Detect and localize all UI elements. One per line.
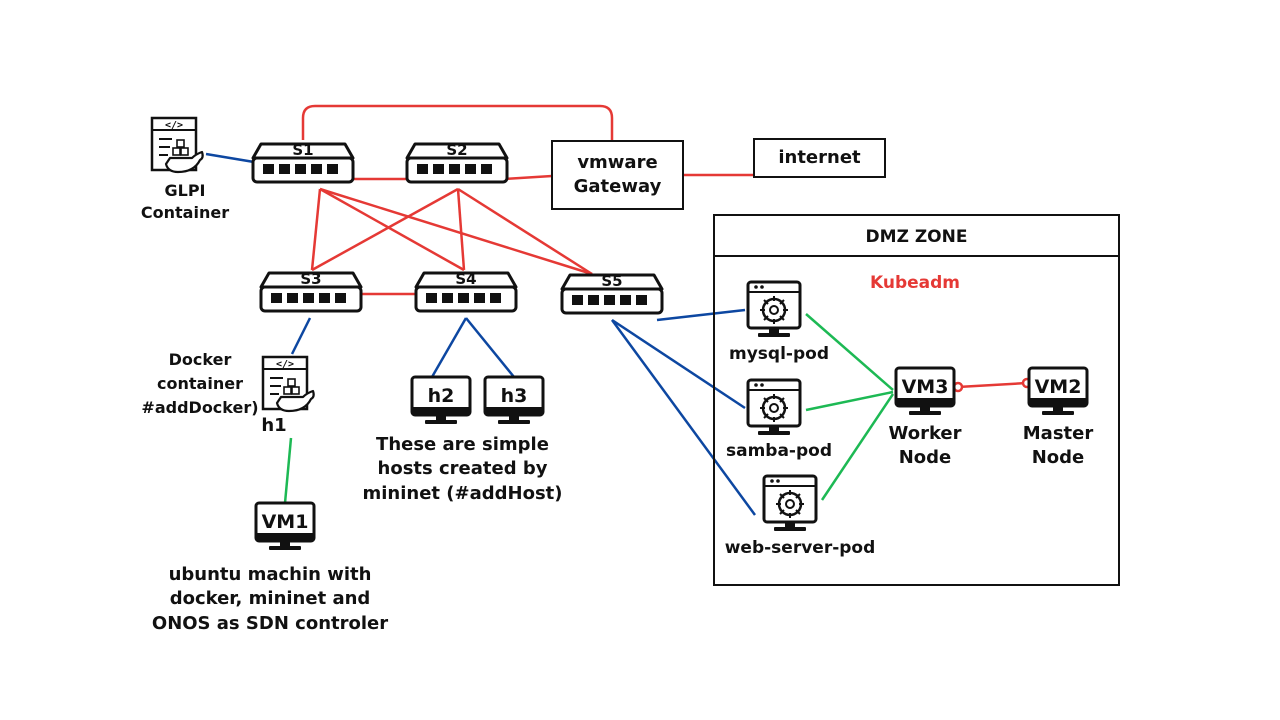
glpi-line2: Container [140, 202, 230, 222]
vmware-gateway-box: vmware Gateway [551, 140, 684, 210]
docker-container-label: Docker container #addDocker) [140, 348, 260, 420]
dmz-zone-frame [713, 214, 1120, 586]
link-mysql-vm3 [805, 313, 894, 391]
vm1-monitor: VM1 [254, 501, 316, 552]
vm1-line1: ubuntu machin with [168, 564, 372, 585]
internet-box: internet [753, 138, 886, 178]
vm1-description: ubuntu machin with docker, mininet and O… [145, 563, 395, 636]
host-h3-monitor: h3 [483, 375, 545, 426]
hosts-note-line1: These are simple [376, 434, 549, 455]
vm3-monitor: VM3 [894, 366, 956, 417]
host-h2-label: h2 [428, 385, 455, 407]
switch-s4: S4 [414, 270, 518, 313]
vm2-label: VM2 [1035, 376, 1082, 398]
link-s2-s5 [457, 187, 593, 276]
link-s4-h2 [430, 317, 468, 378]
docker-line2: container [157, 374, 243, 393]
hosts-note: These are simple hosts created by minine… [340, 433, 585, 506]
link-s5-mysql [656, 308, 746, 322]
docker-line1: Docker [168, 350, 232, 369]
mysql-pod-label: mysql-pod [729, 344, 829, 364]
internet-label: internet [778, 146, 861, 168]
link-s2-s4 [456, 188, 466, 271]
switch-s2: S2 [405, 141, 509, 184]
docker-line3: #addDocker) [141, 398, 259, 417]
mysql-pod-icon [746, 280, 802, 339]
switch-s1: S1 [251, 141, 355, 184]
switch-s2-label: S2 [446, 141, 467, 159]
link-glpi-s1 [205, 152, 255, 164]
switch-s3-label: S3 [300, 270, 321, 288]
link-web-vm3 [820, 393, 895, 501]
link-samba-vm3 [805, 390, 894, 412]
link-s3-docker [290, 317, 312, 355]
blue-links [205, 152, 757, 516]
hosts-note-line2: hosts created by [377, 458, 548, 480]
link-s1-s5 [319, 187, 593, 276]
link-docker-vm1 [283, 437, 293, 504]
switch-s4-label: S4 [455, 270, 476, 288]
vm2-line2: Node [1031, 447, 1085, 469]
glpi-line1: GLPI [164, 181, 206, 200]
samba-pod-label: samba-pod [725, 441, 833, 461]
link-s2-gateway [504, 174, 553, 181]
vm3-label: VM3 [902, 376, 949, 398]
red-links [301, 104, 1028, 389]
link-s2-s3 [311, 187, 459, 272]
vm3-line2: Node [898, 447, 952, 469]
host-h3-label: h3 [501, 385, 528, 407]
switch-s1-label: S1 [292, 141, 313, 159]
link-s5-web [610, 319, 757, 516]
kubeadm-label: Kubeadm [869, 273, 961, 293]
vm1-line3: ONOS as SDN controler [151, 612, 389, 634]
link-s5-samba [611, 318, 746, 410]
host-h2-monitor: h2 [410, 375, 472, 426]
vm2-monitor: VM2 [1027, 366, 1089, 417]
switch-s5: S5 [560, 272, 664, 315]
link-s1-gateway-loop [301, 104, 614, 140]
switch-s5-label: S5 [601, 272, 622, 290]
vm2-line1: Master [1022, 423, 1094, 444]
gateway-line2: Gateway [573, 176, 662, 197]
glpi-container-icon [150, 116, 204, 174]
green-links [283, 313, 895, 504]
worker-node-label: Worker Node [872, 422, 978, 471]
web-server-pod-label: web-server-pod [724, 538, 876, 558]
link-vm3-vm2 [957, 381, 1028, 389]
docker-container-icon [261, 355, 315, 413]
link-s4-h3 [465, 317, 515, 378]
gateway-line1: vmware [577, 151, 658, 173]
link-s1-s4 [319, 187, 465, 272]
vm3-line1: Worker [888, 423, 962, 444]
glpi-container-label: GLPI Container [125, 180, 245, 223]
hosts-note-line3: mininet (#addHost) [362, 482, 563, 504]
switch-s3: S3 [259, 270, 363, 313]
samba-pod-icon [746, 378, 802, 437]
vm1-label: VM1 [262, 511, 309, 533]
master-node-label: Master Node [1005, 422, 1111, 471]
vm1-line2: docker, mininet and [169, 588, 371, 610]
dmz-zone-title: DMZ ZONE [865, 227, 968, 247]
link-s1-s3 [310, 188, 322, 271]
host-h1-label: h1 [261, 415, 287, 436]
web-server-pod-icon [762, 474, 818, 533]
